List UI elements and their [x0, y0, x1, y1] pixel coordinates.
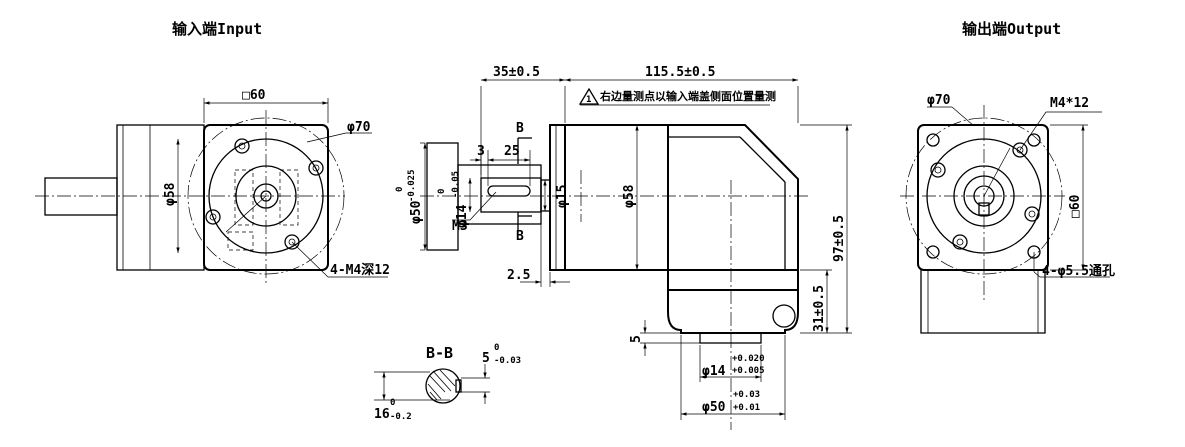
section-mark-top: B: [516, 121, 524, 136]
section-bb-title: B-B: [426, 344, 453, 362]
side-body: [564, 124, 669, 271]
section-mark-bottom: B: [516, 229, 524, 244]
input-square-dim: □60: [242, 88, 266, 103]
output-through-holes-label: 4-φ5.5通孔: [1042, 263, 1115, 279]
section-bb-view: B-B 5 0 -0.03 16 0 -0.2: [374, 343, 521, 422]
output-corner-hole: [926, 133, 940, 147]
input-phi70-dim: φ70: [347, 120, 371, 135]
length-115-dim: 115.5±0.5: [645, 65, 715, 80]
output-thread-label: M4*12: [1050, 96, 1089, 111]
m3-thread-label: M3: [452, 219, 468, 234]
phi50-input-upper: 0: [395, 187, 405, 192]
input-bolt-hole: [234, 138, 250, 154]
dim-25: 25: [504, 144, 520, 159]
input-phi58-dim: φ58: [163, 182, 178, 206]
side-output-shaft: [699, 332, 762, 344]
output-end-title: 输出端Output: [962, 20, 1061, 38]
phi50-output-lower: +0.01: [733, 403, 760, 413]
output-end-view: φ70 M4*12 □60 4-φ5.5通孔: [900, 93, 1115, 334]
output-thread-hole: [952, 234, 968, 250]
phi14-output-lower: +0.005: [732, 366, 765, 376]
input-shaft: [44, 177, 118, 216]
phi14-output-dim: φ14: [702, 364, 726, 379]
input-end-title: 输入端Input: [172, 20, 262, 38]
shaft-height-lower: -0.2: [390, 412, 412, 422]
output-thread-hole: [930, 162, 946, 178]
phi14-input-upper: 0: [437, 189, 447, 194]
dim-5: 5: [629, 335, 644, 343]
input-bolt-hole: [284, 234, 300, 250]
phi15-dim: φ15: [555, 185, 570, 208]
phi14-input-lower: -0.05: [451, 171, 461, 198]
key-width-dim: 5: [482, 351, 490, 366]
output-corner-hole: [926, 245, 940, 259]
phi50-input-lower: -0.025: [407, 169, 417, 202]
output-phi70-dim: φ70: [927, 93, 951, 108]
note-triangle-icon: [578, 87, 600, 105]
side-right-angle-housing: [667, 124, 799, 271]
output-square-flange: [917, 124, 1049, 271]
phi14-output-upper: +0.020: [732, 354, 765, 364]
input-end-view: □60 φ70 φ58 4-M4深12: [35, 88, 390, 285]
shaft-height-dim: 16: [374, 407, 390, 422]
input-tapped-holes-label: 4-M4深12: [330, 262, 390, 278]
phi14-input-dim: φ14: [455, 204, 470, 228]
phi50-input-dim: φ50: [409, 200, 424, 224]
height-97-dim: 97±0.5: [832, 215, 847, 262]
output-lower-body: [920, 270, 1046, 334]
output-corner-hole: [1027, 133, 1041, 147]
length-35-dim: 35±0.5: [493, 65, 540, 80]
key-width-upper: 0: [494, 343, 499, 353]
side-key-slot: [487, 185, 531, 197]
output-thread-hole: [1012, 142, 1028, 158]
key-width-lower: -0.03: [494, 356, 521, 366]
section-bb-shaft: [425, 368, 461, 404]
phi58-side-dim: φ58: [622, 184, 637, 208]
output-square-dim: □60: [1068, 194, 1083, 218]
dim-3: 3: [477, 144, 485, 159]
side-view: 35±0.5 115.5±0.5 1 右边量测点以输入端盖侧面位置量测 B B …: [395, 65, 852, 430]
output-thread-hole: [1024, 206, 1040, 222]
note-marker: 1: [586, 95, 591, 105]
measurement-note: 右边量测点以输入端盖侧面位置量测: [599, 89, 776, 103]
height-31-dim: 31±0.5: [812, 285, 827, 332]
input-bolt-hole: [308, 160, 324, 176]
phi50-output-dim: φ50: [702, 400, 726, 415]
shaft-height-upper: 0: [390, 398, 395, 408]
input-bolt-hole: [205, 209, 221, 225]
dim-2-5: 2.5: [507, 268, 530, 283]
input-adapter-body: [116, 124, 205, 271]
side-output-housing: [667, 289, 799, 334]
phi50-output-upper: +0.03: [733, 390, 760, 400]
